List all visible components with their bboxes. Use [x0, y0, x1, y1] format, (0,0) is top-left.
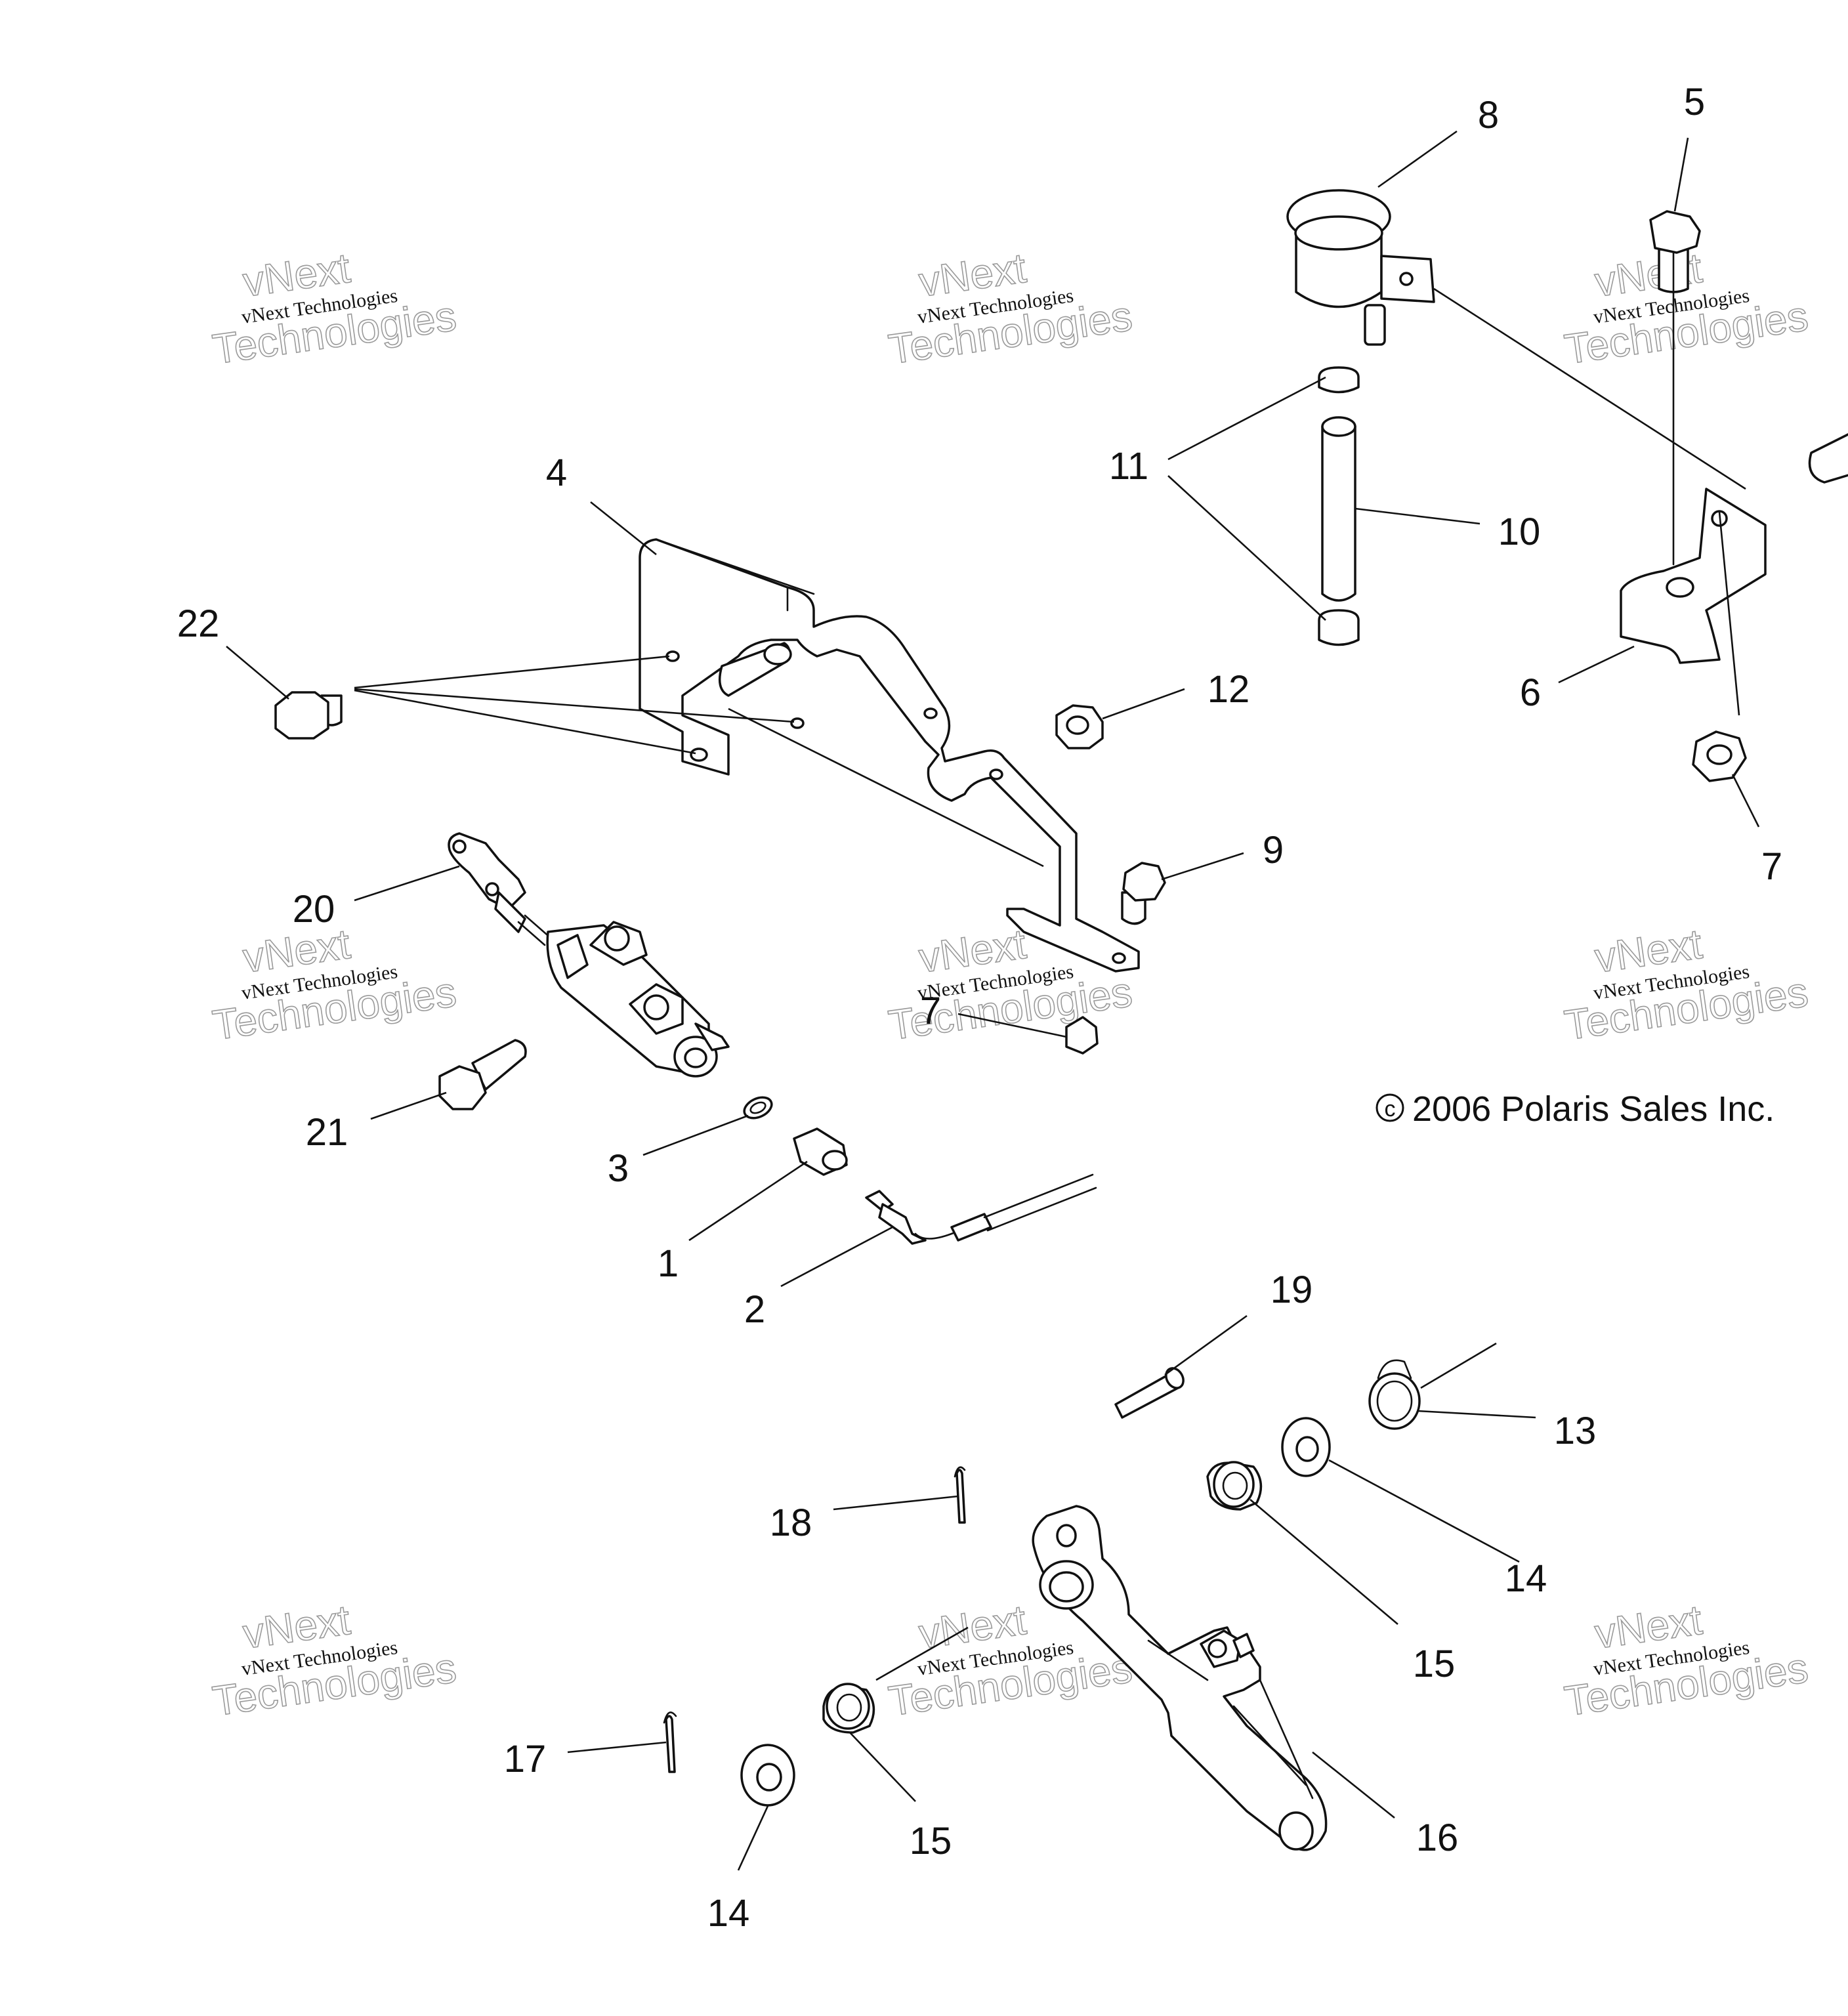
callout-15-right: 15: [1413, 1643, 1456, 1685]
part-14-washer-left: [740, 1744, 795, 1807]
part-7-nut-right: [1692, 730, 1747, 782]
leader-lines: [226, 130, 1760, 1871]
part-9-bolt-partial: [1808, 433, 1848, 484]
part-16-brake-pedal: [1032, 1505, 1328, 1851]
callout-15-left: 15: [910, 1820, 952, 1862]
callout-21: 21: [306, 1111, 348, 1154]
copyright-symbol: c: [1385, 1097, 1396, 1122]
callout-10: 10: [1498, 511, 1541, 553]
callout-labels: 1 2 3 4 5 6 7 7 8 9 9 10 11 12 13 14 14 …: [177, 81, 1848, 1935]
part-15-bushing-right: [1206, 1461, 1263, 1511]
part-17-cotter-pin: [663, 1712, 677, 1773]
part-18-cotter-pin: [954, 1466, 966, 1524]
part-7-nut-center: [1065, 1016, 1099, 1055]
callout-13: 13: [1554, 1410, 1597, 1452]
watermark-top-left: vNext vNext Technologies Technologies: [209, 243, 460, 373]
part-1-fitting: [793, 1127, 848, 1176]
callout-22: 22: [177, 602, 220, 645]
callout-2: 2: [744, 1288, 765, 1331]
callout-16: 16: [1416, 1816, 1459, 1859]
callout-20: 20: [293, 888, 335, 931]
part-6-bracket: [1620, 488, 1767, 664]
callout-19: 19: [1270, 1269, 1313, 1311]
watermark-top-center: vNext vNext Technologies Technologies: [885, 243, 1136, 373]
callout-7-right: 7: [1761, 845, 1782, 888]
part-9-bolt: [1121, 862, 1166, 925]
part-20-clevis-and-cylinder: [448, 832, 730, 1078]
part-8-reservoir: [1286, 189, 1435, 346]
part-12-nut: [1055, 704, 1104, 749]
callout-5: 5: [1684, 81, 1705, 123]
part-3-o-ring: [743, 1096, 773, 1120]
part-11-clamps: [1318, 366, 1360, 646]
part-19-pin: [1114, 1367, 1185, 1419]
callout-1: 1: [658, 1242, 679, 1285]
part-15-bushing-left: [822, 1683, 875, 1734]
callout-17: 17: [504, 1738, 547, 1780]
callout-6: 6: [1520, 671, 1541, 714]
part-5-bolt: [1649, 210, 1701, 566]
callout-9: 9: [1263, 829, 1284, 872]
watermark-mid-right: vNext vNext Technologies Technologies: [1561, 919, 1812, 1049]
callout-12: 12: [1208, 668, 1250, 711]
callout-14-right: 14: [1505, 1557, 1547, 1600]
watermark-bottom-left: vNext vNext Technologies Technologies: [209, 1595, 460, 1725]
part-2-brake-line: [865, 1173, 1097, 1245]
part-14-washer-right: [1281, 1417, 1331, 1477]
callout-7-center: 7: [920, 990, 941, 1032]
callout-3: 3: [608, 1147, 629, 1190]
copyright-text: 2006 Polaris Sales Inc.: [1412, 1089, 1774, 1129]
callout-18: 18: [770, 1502, 812, 1544]
part-13-spring-clip: [1368, 1359, 1421, 1430]
callout-4: 4: [546, 452, 567, 494]
copyright-notice: c 2006 Polaris Sales Inc.: [1376, 1089, 1774, 1129]
part-10-hose: [1321, 416, 1356, 602]
watermark-bottom-right: vNext vNext Technologies Technologies: [1561, 1595, 1812, 1725]
part-22-bolt: [274, 691, 343, 740]
part-21-bolt: [438, 1039, 527, 1110]
part-4-bracket: [639, 538, 1140, 973]
callout-8: 8: [1478, 94, 1499, 136]
callout-14-left: 14: [707, 1892, 750, 1935]
callout-11: 11: [1109, 445, 1148, 488]
